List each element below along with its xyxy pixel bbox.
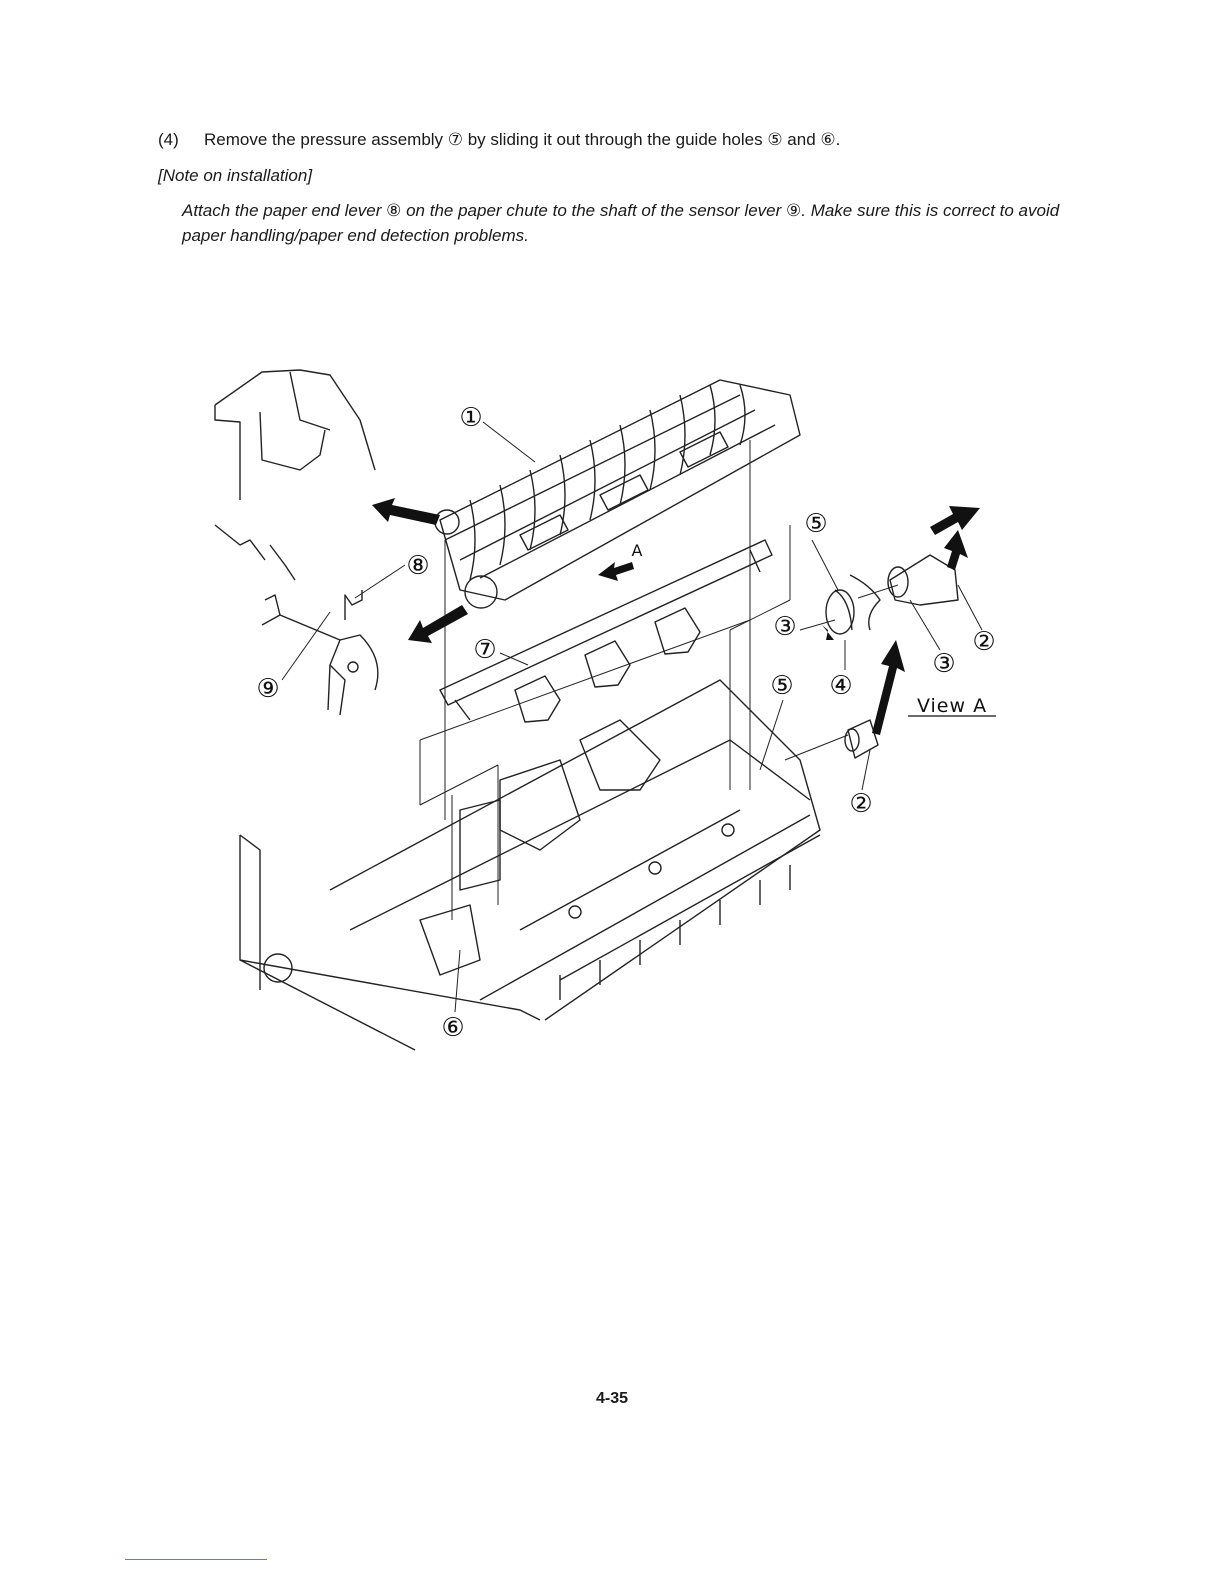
alignment-guide-lines	[419, 440, 791, 920]
arrow-a-icon	[598, 562, 634, 581]
callout-6: ⑥	[441, 1013, 464, 1043]
note-heading: [Note on installation]	[158, 166, 313, 185]
step-text: Remove the pressure assembly ⑦ by slidin…	[204, 130, 841, 149]
step-number: (4)	[158, 130, 179, 149]
callout-2b: ②	[849, 789, 872, 819]
sensor-lever	[261, 594, 379, 716]
upper-paper-chute	[434, 379, 801, 609]
callout-numbers: ① ⑧ ⑨ ⑦ ⑤ ③ ⑤ ④ ③ ② ② ⑥	[256, 403, 995, 1043]
printer-base-chassis	[239, 679, 821, 1051]
arrow-up-right-icon	[930, 506, 980, 535]
footer-rule	[125, 1559, 267, 1560]
callout-8: ⑧	[406, 551, 429, 581]
callout-4: ④	[829, 671, 852, 701]
callout-1: ①	[459, 403, 482, 433]
callout-3a: ③	[773, 612, 796, 642]
step-4: (4) Remove the pressure assembly ⑦ by sli…	[158, 130, 840, 150]
arrow-left-lower-icon	[408, 605, 468, 643]
arrow-up-icon	[872, 640, 905, 735]
page-number: 4-35	[595, 1390, 629, 1407]
callout-5a: ⑤	[804, 509, 827, 539]
note-body: Attach the paper end lever ⑧ on the pape…	[182, 201, 1060, 245]
pressure-assembly	[439, 539, 773, 723]
arrow-left-upper-icon	[372, 498, 440, 525]
arrow-small-icon	[822, 625, 834, 640]
view-a-detail	[784, 554, 959, 761]
arrow-up-left-icon	[944, 530, 968, 570]
callout-2a: ②	[972, 627, 995, 657]
callout-leader-lines	[281, 421, 983, 1013]
callout-7: ⑦	[473, 635, 496, 665]
callout-3b: ③	[932, 649, 955, 679]
upper-frame-fragment	[214, 369, 376, 581]
paper-end-lever	[344, 590, 363, 620]
callout-9: ⑨	[256, 674, 279, 704]
callout-5b: ⑤	[770, 671, 793, 701]
view-a-label: View A	[917, 695, 987, 717]
direction-label-a: A	[632, 541, 643, 560]
motion-arrows	[372, 498, 980, 735]
